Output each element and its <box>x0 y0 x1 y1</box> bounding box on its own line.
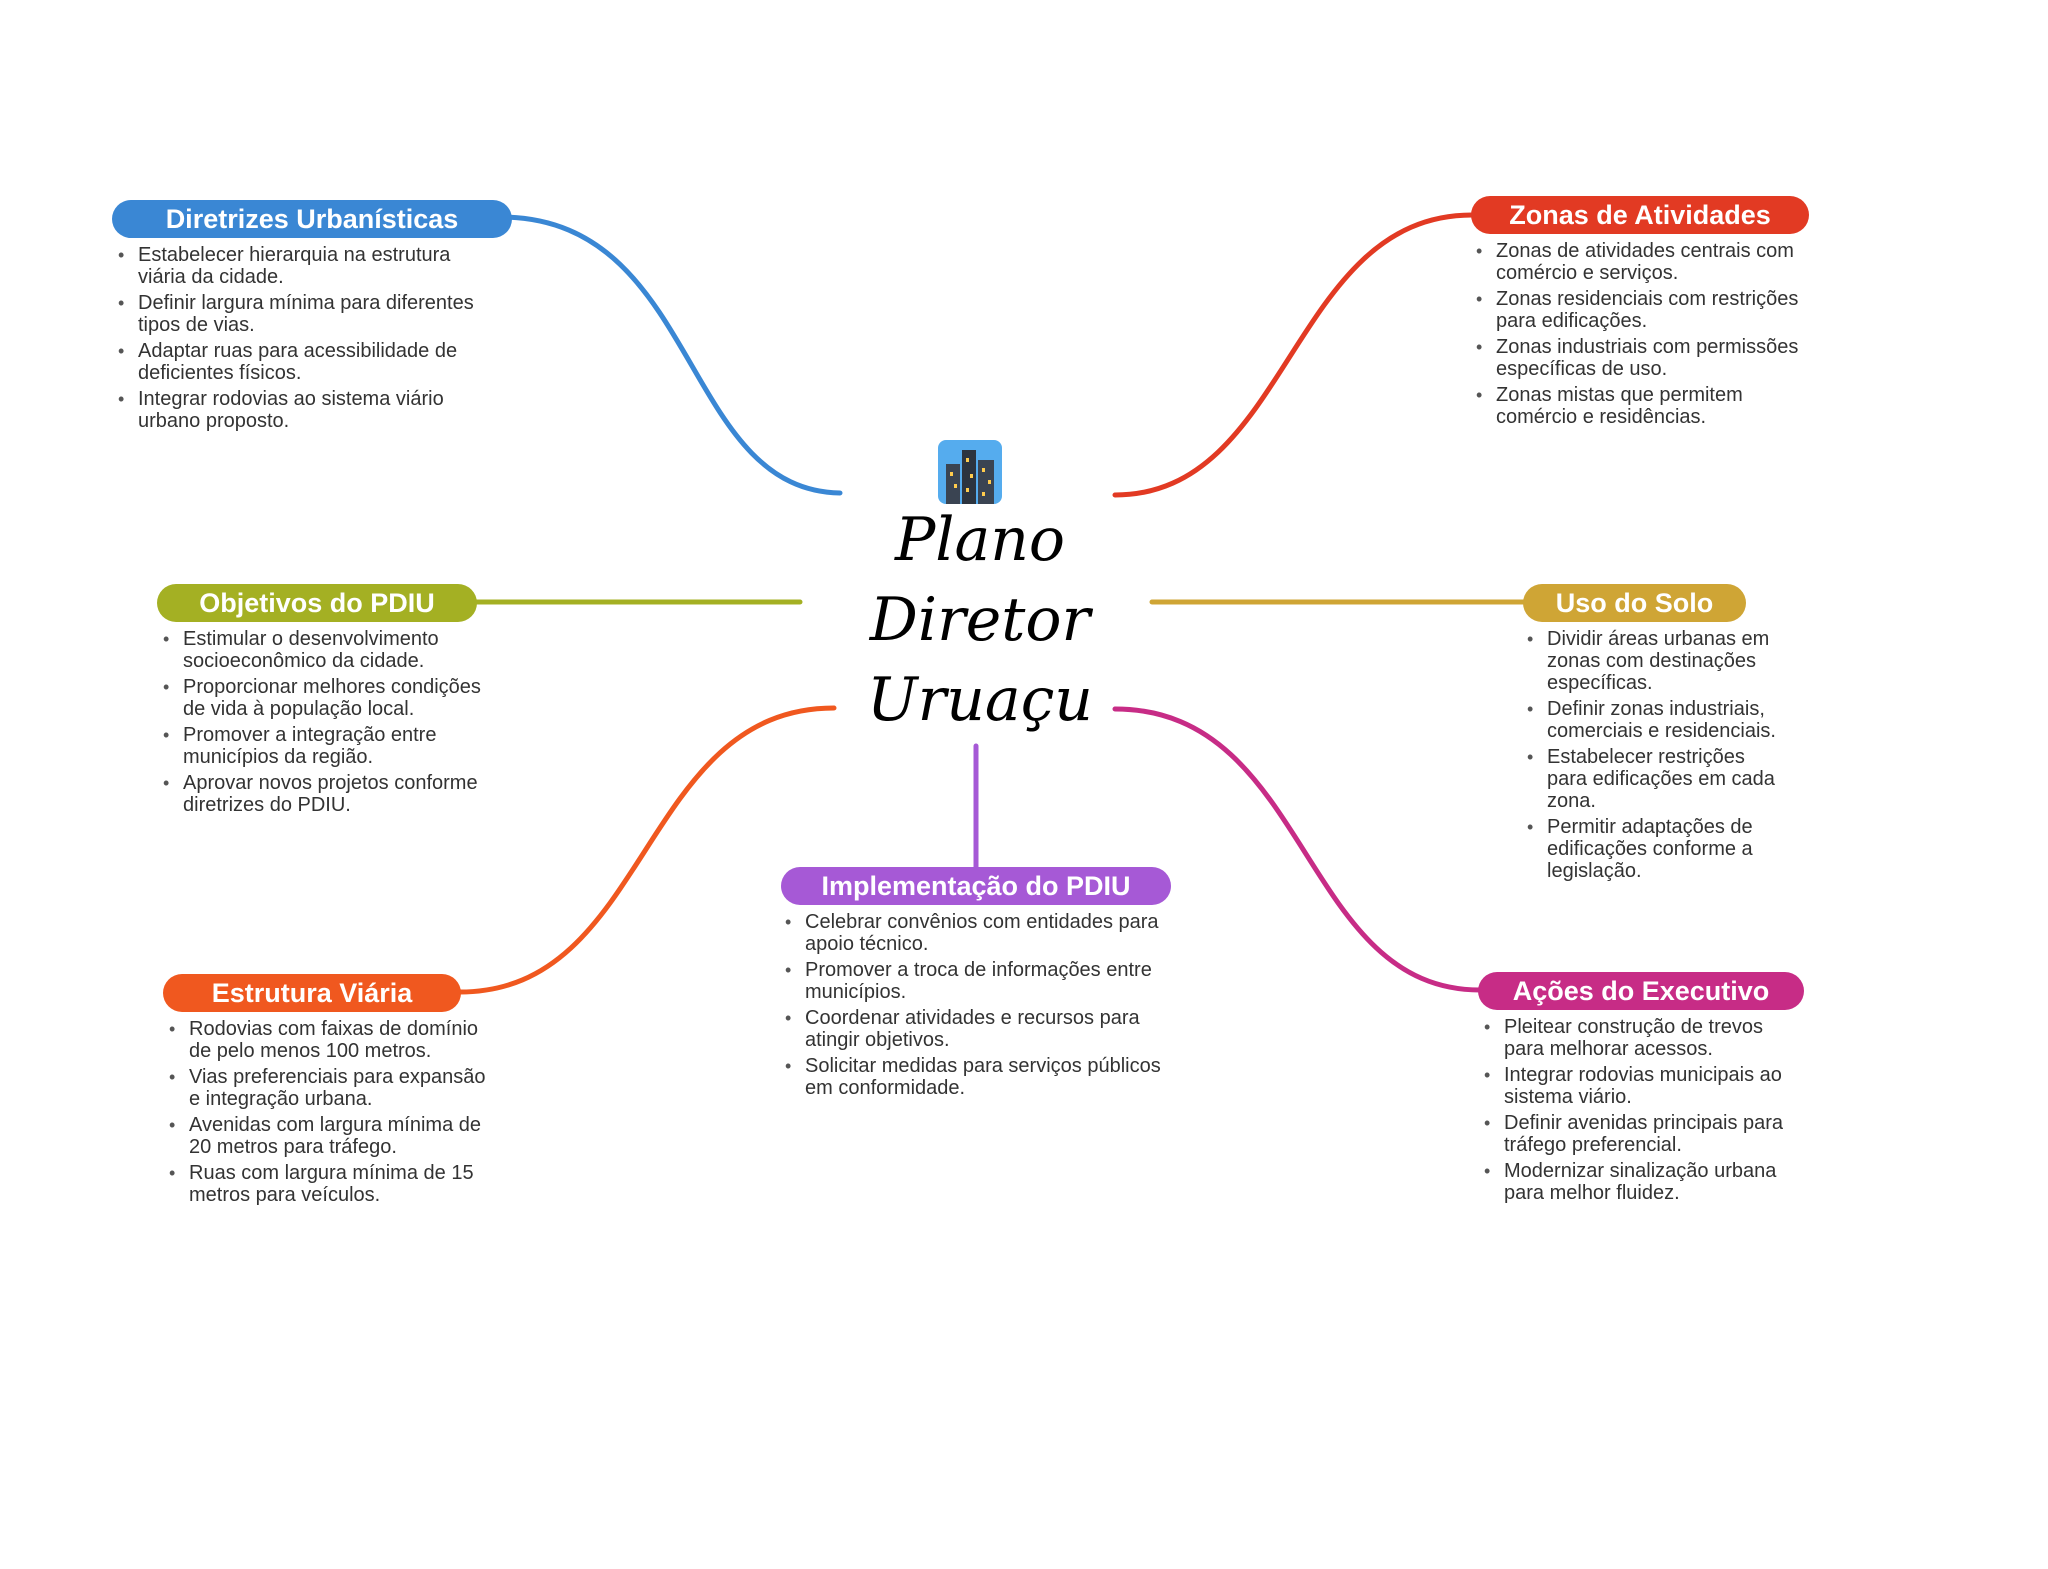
topic-uso-solo[interactable]: Uso do Solo <box>1523 584 1746 622</box>
list-item: Estimular o desenvolvimento socioeconômi… <box>161 628 501 672</box>
list-item: Aprovar novos projetos conforme diretriz… <box>161 772 501 816</box>
list-item: Solicitar medidas para serviços públicos… <box>783 1055 1173 1099</box>
central-title-line-1: Plano <box>894 505 1066 575</box>
topic-implementacao-pdiu[interactable]: Implementação do PDIU <box>781 867 1171 905</box>
list-item: Vias preferenciais para expansão e integ… <box>167 1066 487 1110</box>
list-zonas: Zonas de atividades centrais com comérci… <box>1474 240 1804 432</box>
list-item: Modernizar sinalização urbana para melho… <box>1482 1160 1792 1204</box>
city-icon <box>938 440 1002 509</box>
topic-zonas-atividades[interactable]: Zonas de Atividades <box>1471 196 1809 234</box>
list-item: Ruas com largura mínima de 15 metros par… <box>167 1162 487 1206</box>
connector-zonas <box>1112 212 1475 498</box>
list-acoes: Pleitear construção de trevos para melho… <box>1482 1016 1792 1208</box>
list-item: Integrar rodovias ao sistema viário urba… <box>116 388 486 432</box>
list-item: Definir zonas industriais, comerciais e … <box>1525 698 1785 742</box>
list-item: Promover a integração entre municípios d… <box>161 724 501 768</box>
list-item: Pleitear construção de trevos para melho… <box>1482 1016 1792 1060</box>
list-item: Zonas industriais com permissões específ… <box>1474 336 1804 380</box>
topic-objetivos-pdiu[interactable]: Objetivos do PDIU <box>157 584 477 622</box>
connector-estrutura <box>457 705 837 995</box>
topic-estrutura-viaria[interactable]: Estrutura Viária <box>163 974 461 1012</box>
list-item: Definir largura mínima para diferentes t… <box>116 292 486 336</box>
connector-acoes <box>1112 706 1483 993</box>
list-item: Dividir áreas urbanas em zonas com desti… <box>1525 628 1785 694</box>
list-item: Zonas de atividades centrais com comérci… <box>1474 240 1804 284</box>
list-item: Promover a troca de informações entre mu… <box>783 959 1173 1003</box>
central-topic[interactable]: Plano Diretor Uruaçu <box>840 500 1120 740</box>
list-item: Coordenar atividades e recursos para ati… <box>783 1007 1173 1051</box>
list-objetivos: Estimular o desenvolvimento socioeconômi… <box>161 628 501 820</box>
list-item: Estabelecer restrições para edificações … <box>1525 746 1785 812</box>
connector-diretrizes <box>497 214 843 496</box>
list-item: Zonas residenciais com restrições para e… <box>1474 288 1804 332</box>
list-item: Celebrar convênios com entidades para ap… <box>783 911 1173 955</box>
topic-diretrizes-urbanisticas[interactable]: Diretrizes Urbanísticas <box>112 200 512 238</box>
list-estrutura: Rodovias com faixas de domínio de pelo m… <box>167 1018 487 1210</box>
list-item: Permitir adaptações de edificações confo… <box>1525 816 1785 882</box>
list-item: Adaptar ruas para acessibilidade de defi… <box>116 340 486 384</box>
topic-acoes-executivo[interactable]: Ações do Executivo <box>1478 972 1804 1010</box>
list-item: Rodovias com faixas de domínio de pelo m… <box>167 1018 487 1062</box>
list-implementacao: Celebrar convênios com entidades para ap… <box>783 911 1173 1103</box>
list-item: Proporcionar melhores condições de vida … <box>161 676 501 720</box>
list-item: Estabelecer hierarquia na estrutura viár… <box>116 244 486 288</box>
central-title-line-2: Diretor <box>869 585 1091 655</box>
list-item: Integrar rodovias municipais ao sistema … <box>1482 1064 1792 1108</box>
central-title-line-3: Uruaçu <box>867 665 1093 735</box>
list-item: Definir avenidas principais para tráfego… <box>1482 1112 1792 1156</box>
list-uso: Dividir áreas urbanas em zonas com desti… <box>1525 628 1785 886</box>
list-diretrizes: Estabelecer hierarquia na estrutura viár… <box>116 244 486 436</box>
list-item: Avenidas com largura mínima de 20 metros… <box>167 1114 487 1158</box>
list-item: Zonas mistas que permitem comércio e res… <box>1474 384 1804 428</box>
